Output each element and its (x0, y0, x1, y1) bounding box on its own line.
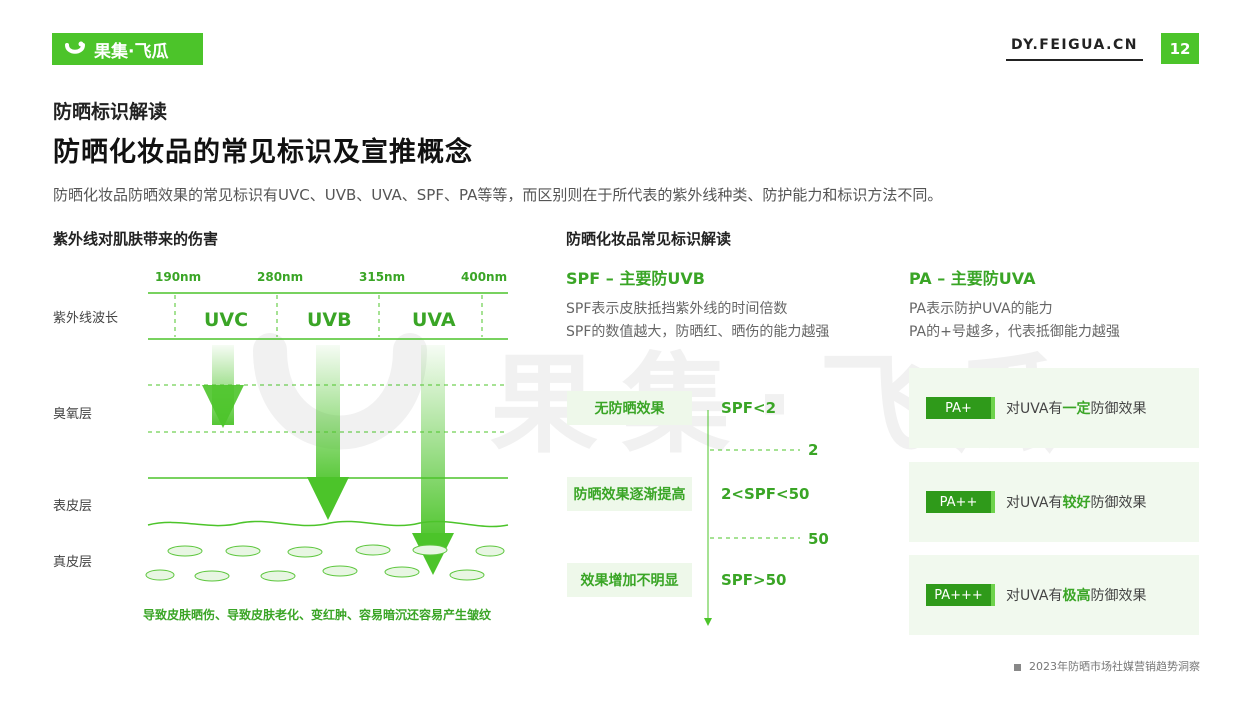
skin-wave-line (147, 520, 509, 528)
pa-badge: PA+ (926, 397, 995, 419)
band-label-uva: UVA (412, 309, 456, 331)
spf-tick-label: 2 (808, 441, 819, 459)
brand-logo: 果集·飞瓜 (52, 33, 203, 65)
dermis-cells (145, 544, 505, 582)
pa-level-row: PA+ 对UVA有一定防御效果 (909, 368, 1199, 448)
site-url: DY.FEIGUA.CN (1006, 37, 1143, 61)
row-label-wavelength: 紫外线波长 (53, 311, 119, 326)
spf-effect-label: 效果增加不明显 (567, 563, 692, 597)
spf-effect-label: 防晒效果逐渐提高 (567, 477, 692, 511)
page-title: 防晒化妆品的常见标识及宣推概念 (53, 137, 473, 168)
band-label-uvc: UVC (204, 309, 249, 331)
uvc-arrow (202, 345, 244, 428)
uv-penetration-diagram (145, 292, 509, 582)
pa-level-row: PA+++ 对UVA有极高防御效果 (909, 555, 1199, 635)
pa-badge: PA++ (926, 491, 995, 513)
intro-text: 防晒化妆品防晒效果的常见标识有UVC、UVB、UVA、SPF、PA等等，而区别则… (53, 186, 943, 204)
section-tag: 防晒标识解读 (53, 101, 168, 123)
spf-value: SPF<2 (721, 399, 777, 417)
uvb-arrow (307, 345, 349, 520)
spf-value: 2<SPF<50 (721, 485, 810, 503)
brand-logo-text: 果集·飞瓜 (94, 41, 169, 62)
spf-axis (704, 410, 800, 626)
wavelength-label: 315nm (359, 270, 406, 284)
page-number: 12 (1161, 33, 1199, 64)
spf-value: SPF>50 (721, 571, 787, 589)
pa-level-text: 对UVA有极高防御效果 (1006, 588, 1147, 604)
damage-description: 导致皮肤晒伤、导致皮肤老化、变红肿、容易暗沉还容易产生皱纹 (143, 608, 492, 622)
brand-logo-icon (65, 41, 85, 54)
spf-tick-label: 50 (808, 530, 829, 548)
pa-description: PA表示防护UVA的能力 PA的+号越多，代表抵御能力越强 (909, 301, 1120, 340)
wavelength-label: 400nm (461, 270, 508, 284)
pa-badge: PA+++ (926, 584, 995, 606)
pa-level-text: 对UVA有一定防御效果 (1006, 401, 1147, 417)
band-label-uvb: UVB (307, 309, 352, 331)
marks-title: 防晒化妆品常见标识解读 (566, 230, 732, 248)
uva-arrow (412, 345, 454, 575)
spf-description: SPF表示皮肤抵挡紫外线的时间倍数 SPF的数值越大，防晒红、晒伤的能力越强 (566, 301, 830, 340)
row-label-epidermis: 表皮层 (53, 499, 93, 514)
pa-level-row: PA++ 对UVA有较好防御效果 (909, 462, 1199, 542)
pa-level-text: 对UVA有较好防御效果 (1006, 495, 1147, 511)
uv-damage-title: 紫外线对肌肤带来的伤害 (53, 230, 219, 248)
row-label-ozone: 臭氧层 (53, 407, 93, 422)
pa-heading: PA – 主要防UVA (909, 269, 1036, 288)
spf-heading: SPF – 主要防UVB (566, 269, 705, 288)
spf-effect-label: 无防晒效果 (567, 391, 692, 425)
footer-source: 2023年防晒市场社媒营销趋势洞察 (1014, 658, 1200, 674)
wavelength-label: 280nm (257, 270, 304, 284)
row-label-dermis: 真皮层 (53, 555, 93, 570)
wavelength-label: 190nm (155, 270, 202, 284)
